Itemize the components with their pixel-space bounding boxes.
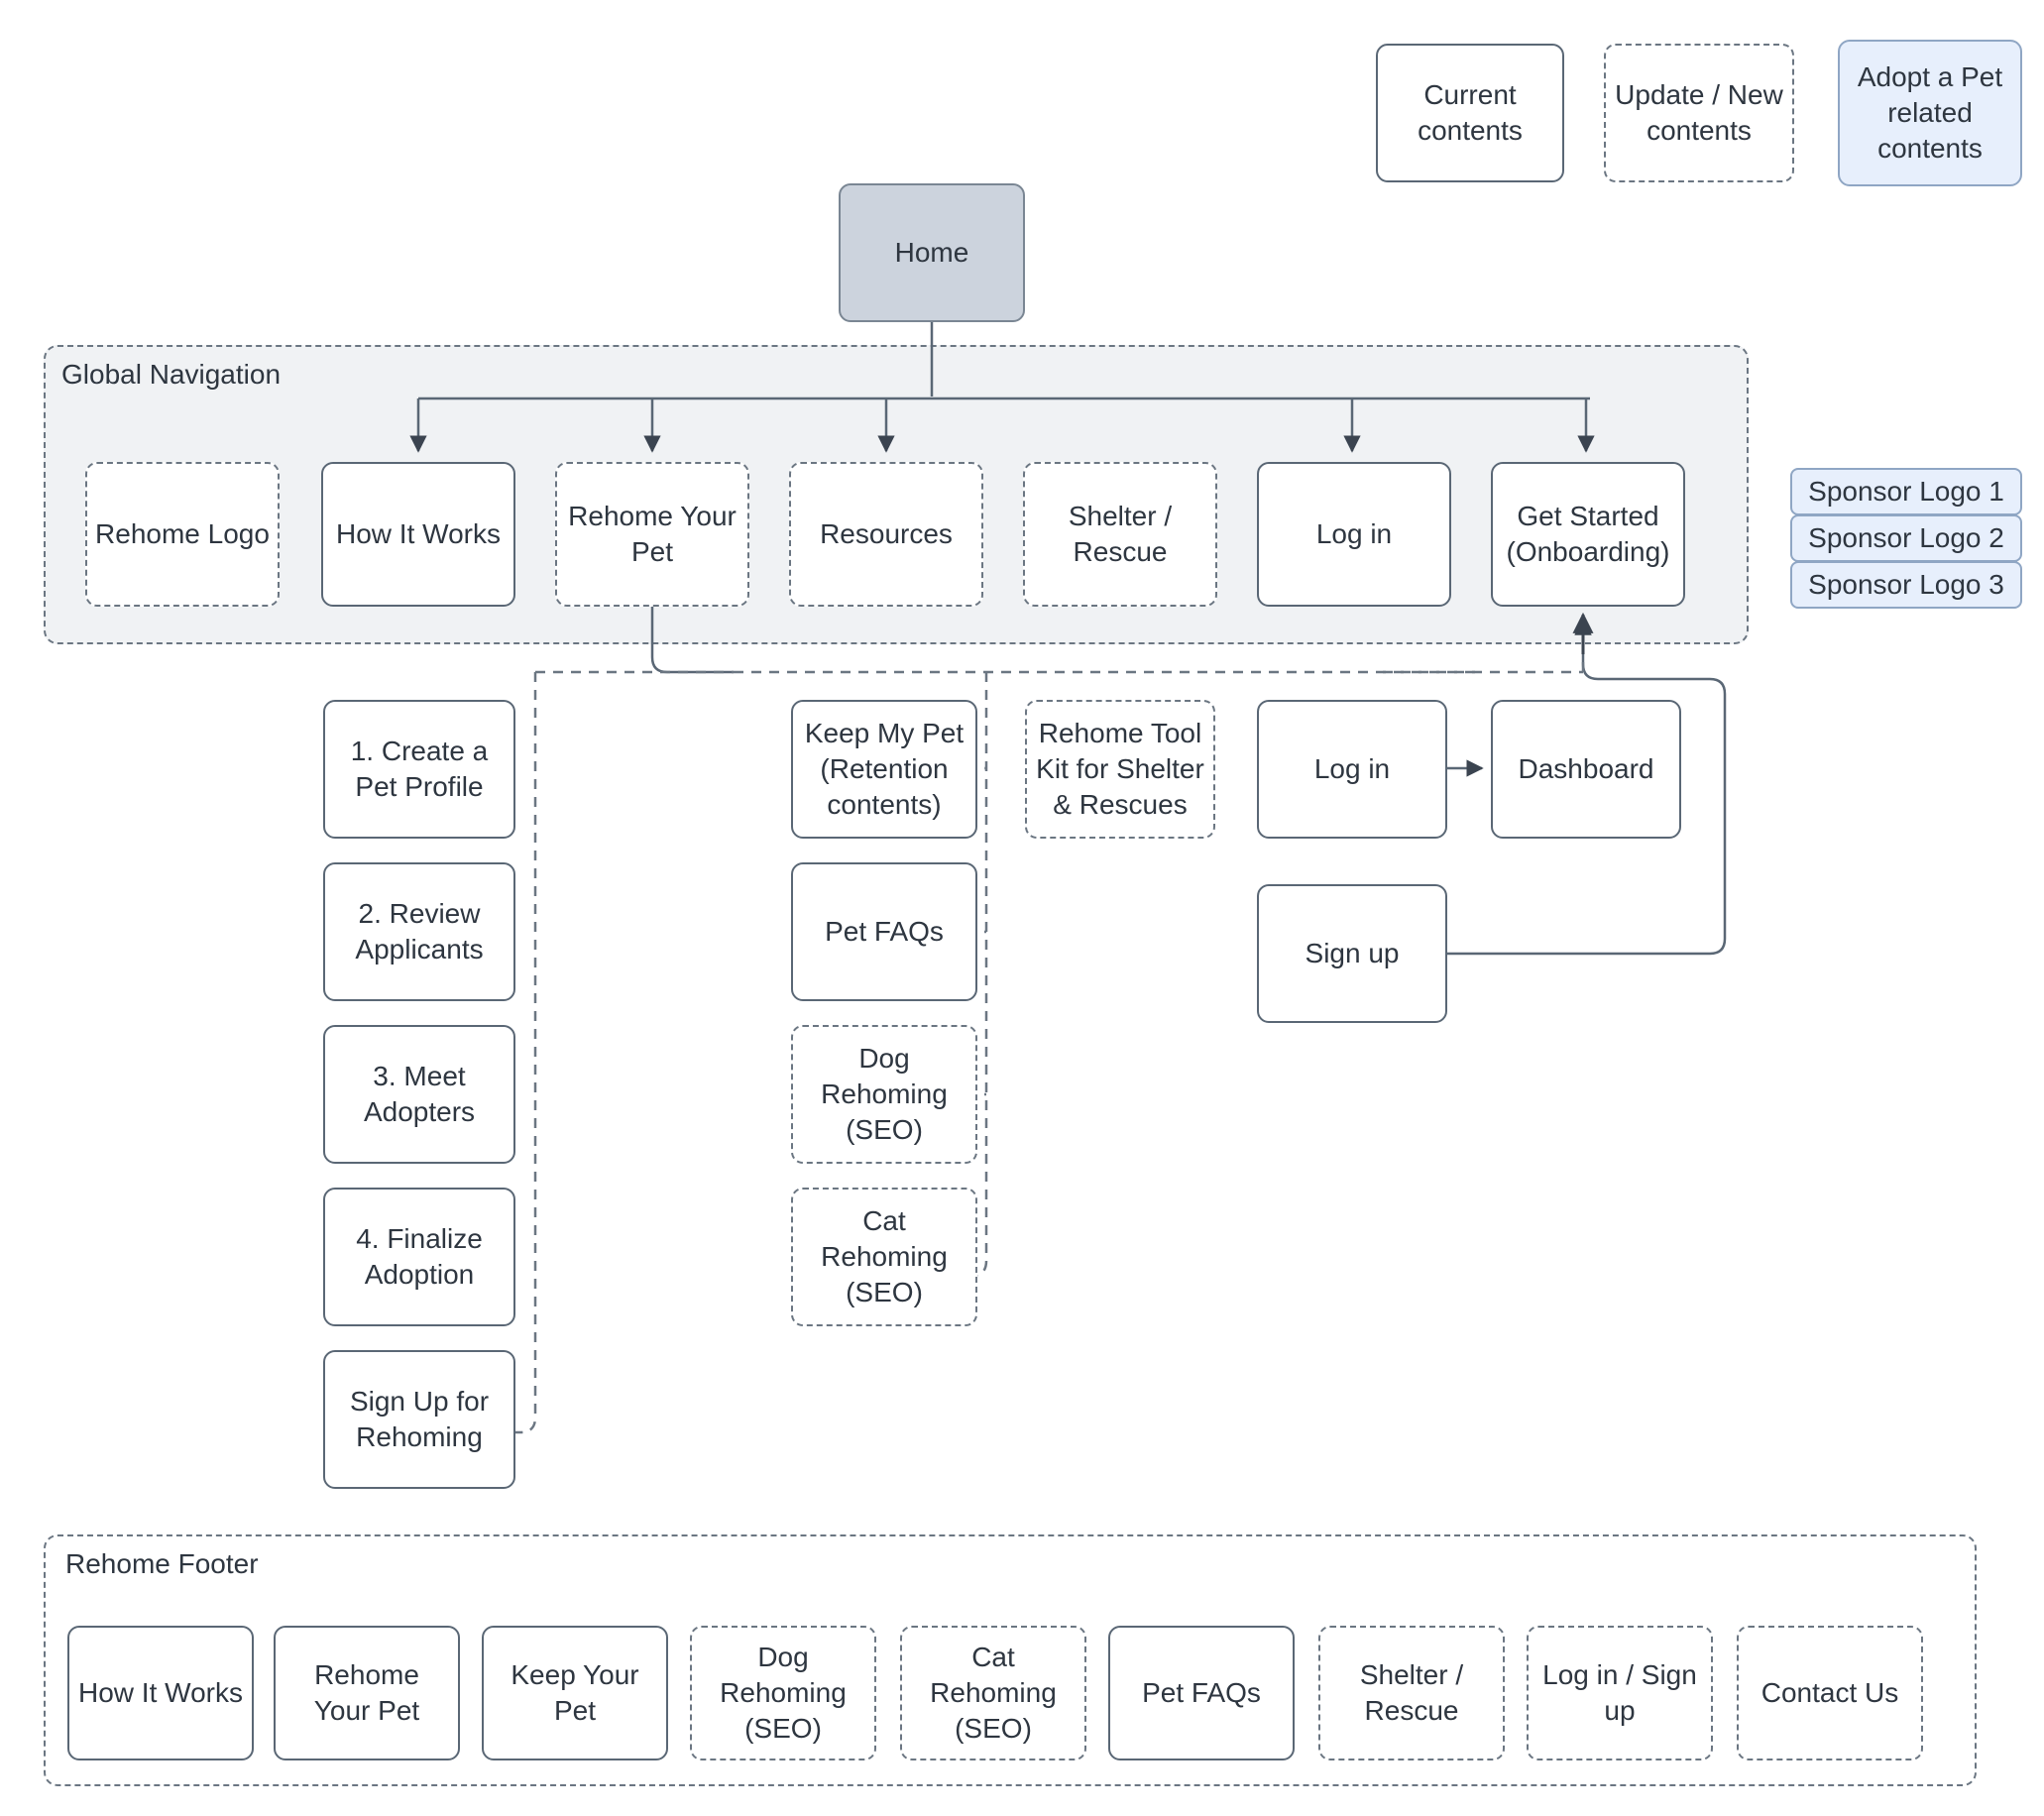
- shelter-rehome-tool-kit[interactable]: Rehome Tool Kit for Shelter & Rescues: [1025, 700, 1215, 839]
- sponsor-logo-1-label: Sponsor Logo 1: [1808, 476, 2004, 507]
- footer-item-pet-faqs[interactable]: Pet FAQs: [1108, 1626, 1295, 1760]
- group-rehome-footer-title: Rehome Footer: [65, 1548, 259, 1579]
- nav-item-log-in[interactable]: Log in: [1257, 462, 1451, 607]
- footer-item-shelter-rescue-label: Shelter / Rescue: [1359, 1659, 1464, 1726]
- flow-step-sign-up-for-rehoming[interactable]: Sign Up for Rehoming: [323, 1350, 515, 1489]
- flow-step-finalize-adoption[interactable]: 4. Finalize Adoption: [323, 1188, 515, 1326]
- resource-dog-rehoming-seo-label: Dog Rehoming (SEO): [821, 1043, 948, 1145]
- nav-item-shelter-rescue-label: Shelter / Rescue: [1068, 501, 1173, 567]
- footer-item-rehome-your-pet-label: Rehome Your Pet: [313, 1659, 420, 1726]
- footer-item-keep-your-pet-label: Keep Your Pet: [511, 1659, 639, 1726]
- legend-adopt-a-pet-contents-label: Adopt a Pet related contents: [1857, 61, 2003, 164]
- legend-update-new-contents-label: Update / New contents: [1615, 79, 1783, 146]
- footer-item-keep-your-pet[interactable]: Keep Your Pet: [482, 1626, 668, 1760]
- flow-step-meet-adopters[interactable]: 3. Meet Adopters: [323, 1025, 515, 1164]
- sponsor-logo-1[interactable]: Sponsor Logo 1: [1790, 468, 2022, 515]
- flow-step-review-applicants-label: 2. Review Applicants: [355, 898, 484, 965]
- legend-current-contents-label: Current contents: [1418, 79, 1523, 146]
- flow-step-sign-up-for-rehoming-label: Sign Up for Rehoming: [349, 1386, 490, 1452]
- onboarding-log-in[interactable]: Log in: [1257, 700, 1447, 839]
- footer-item-pet-faqs-label: Pet FAQs: [1142, 1677, 1261, 1709]
- legend-update-new-contents: Update / New contents: [1604, 44, 1794, 182]
- legend-adopt-a-pet-contents: Adopt a Pet related contents: [1838, 40, 2022, 186]
- resource-keep-my-pet[interactable]: Keep My Pet (Retention contents): [791, 700, 977, 839]
- shelter-rehome-tool-kit-label: Rehome Tool Kit for Shelter & Rescues: [1036, 718, 1204, 820]
- footer-item-how-it-works-label: How It Works: [78, 1677, 243, 1709]
- nav-item-rehome-your-pet[interactable]: Rehome Your Pet: [555, 462, 749, 607]
- footer-item-dog-rehoming-seo[interactable]: Dog Rehoming (SEO): [690, 1626, 876, 1760]
- flow-step-meet-adopters-label: 3. Meet Adopters: [363, 1061, 476, 1127]
- wire-flow-bracket: [513, 672, 537, 1434]
- sponsor-logo-3[interactable]: Sponsor Logo 3: [1790, 561, 2022, 609]
- node-home-label: Home: [894, 237, 969, 269]
- nav-item-rehome-your-pet-label: Rehome Your Pet: [568, 501, 737, 567]
- footer-item-log-in-sign-up[interactable]: Log in / Sign up: [1527, 1626, 1713, 1760]
- nav-item-how-it-works-label: How It Works: [336, 518, 501, 550]
- resource-dog-rehoming-seo[interactable]: Dog Rehoming (SEO): [791, 1025, 977, 1164]
- onboarding-sign-up[interactable]: Sign up: [1257, 884, 1447, 1023]
- flow-step-create-pet-profile[interactable]: 1. Create a Pet Profile: [323, 700, 515, 839]
- footer-item-log-in-sign-up-label: Log in / Sign up: [1542, 1659, 1697, 1726]
- onboarding-sign-up-label: Sign up: [1305, 938, 1400, 969]
- footer-item-cat-rehoming-seo-label: Cat Rehoming (SEO): [930, 1642, 1057, 1744]
- nav-item-resources-label: Resources: [820, 518, 953, 550]
- sponsor-logo-2[interactable]: Sponsor Logo 2: [1790, 514, 2022, 562]
- nav-item-get-started[interactable]: Get Started (Onboarding): [1491, 462, 1685, 607]
- onboarding-dashboard-label: Dashboard: [1518, 753, 1654, 785]
- nav-item-rehome-logo-label: Rehome Logo: [95, 518, 270, 550]
- footer-item-how-it-works[interactable]: How It Works: [67, 1626, 254, 1760]
- sponsor-logo-2-label: Sponsor Logo 2: [1808, 522, 2004, 553]
- onboarding-dashboard[interactable]: Dashboard: [1491, 700, 1681, 839]
- resource-cat-rehoming-seo-label: Cat Rehoming (SEO): [821, 1205, 948, 1307]
- legend-current-contents: Current contents: [1376, 44, 1564, 182]
- nav-item-get-started-label: Get Started (Onboarding): [1506, 501, 1670, 567]
- onboarding-log-in-label: Log in: [1313, 753, 1391, 785]
- flow-step-finalize-adoption-label: 4. Finalize Adoption: [356, 1223, 483, 1290]
- group-global-navigation-title: Global Navigation: [61, 359, 282, 390]
- nav-item-rehome-logo[interactable]: Rehome Logo: [85, 462, 280, 607]
- resource-keep-my-pet-label: Keep My Pet (Retention contents): [804, 718, 965, 820]
- resource-cat-rehoming-seo[interactable]: Cat Rehoming (SEO): [791, 1188, 977, 1326]
- flow-step-create-pet-profile-label: 1. Create a Pet Profile: [350, 736, 489, 802]
- nav-item-log-in-label: Log in: [1315, 518, 1393, 550]
- footer-item-shelter-rescue[interactable]: Shelter / Rescue: [1318, 1626, 1505, 1760]
- resource-pet-faqs-label: Pet FAQs: [825, 916, 944, 948]
- footer-item-cat-rehoming-seo[interactable]: Cat Rehoming (SEO): [900, 1626, 1086, 1760]
- flow-step-review-applicants[interactable]: 2. Review Applicants: [323, 862, 515, 1001]
- nav-item-resources[interactable]: Resources: [789, 462, 983, 607]
- footer-item-contact-us-label: Contact Us: [1760, 1677, 1899, 1709]
- footer-item-dog-rehoming-seo-label: Dog Rehoming (SEO): [720, 1642, 847, 1744]
- resource-pet-faqs[interactable]: Pet FAQs: [791, 862, 977, 1001]
- footer-item-rehome-your-pet[interactable]: Rehome Your Pet: [274, 1626, 460, 1760]
- nav-item-how-it-works[interactable]: How It Works: [321, 462, 515, 607]
- node-home[interactable]: Home: [839, 183, 1025, 322]
- nav-item-shelter-rescue[interactable]: Shelter / Rescue: [1023, 462, 1217, 607]
- sponsor-logo-3-label: Sponsor Logo 3: [1808, 569, 2004, 600]
- footer-item-contact-us[interactable]: Contact Us: [1737, 1626, 1923, 1760]
- group-rehome-footer: [44, 1534, 1977, 1786]
